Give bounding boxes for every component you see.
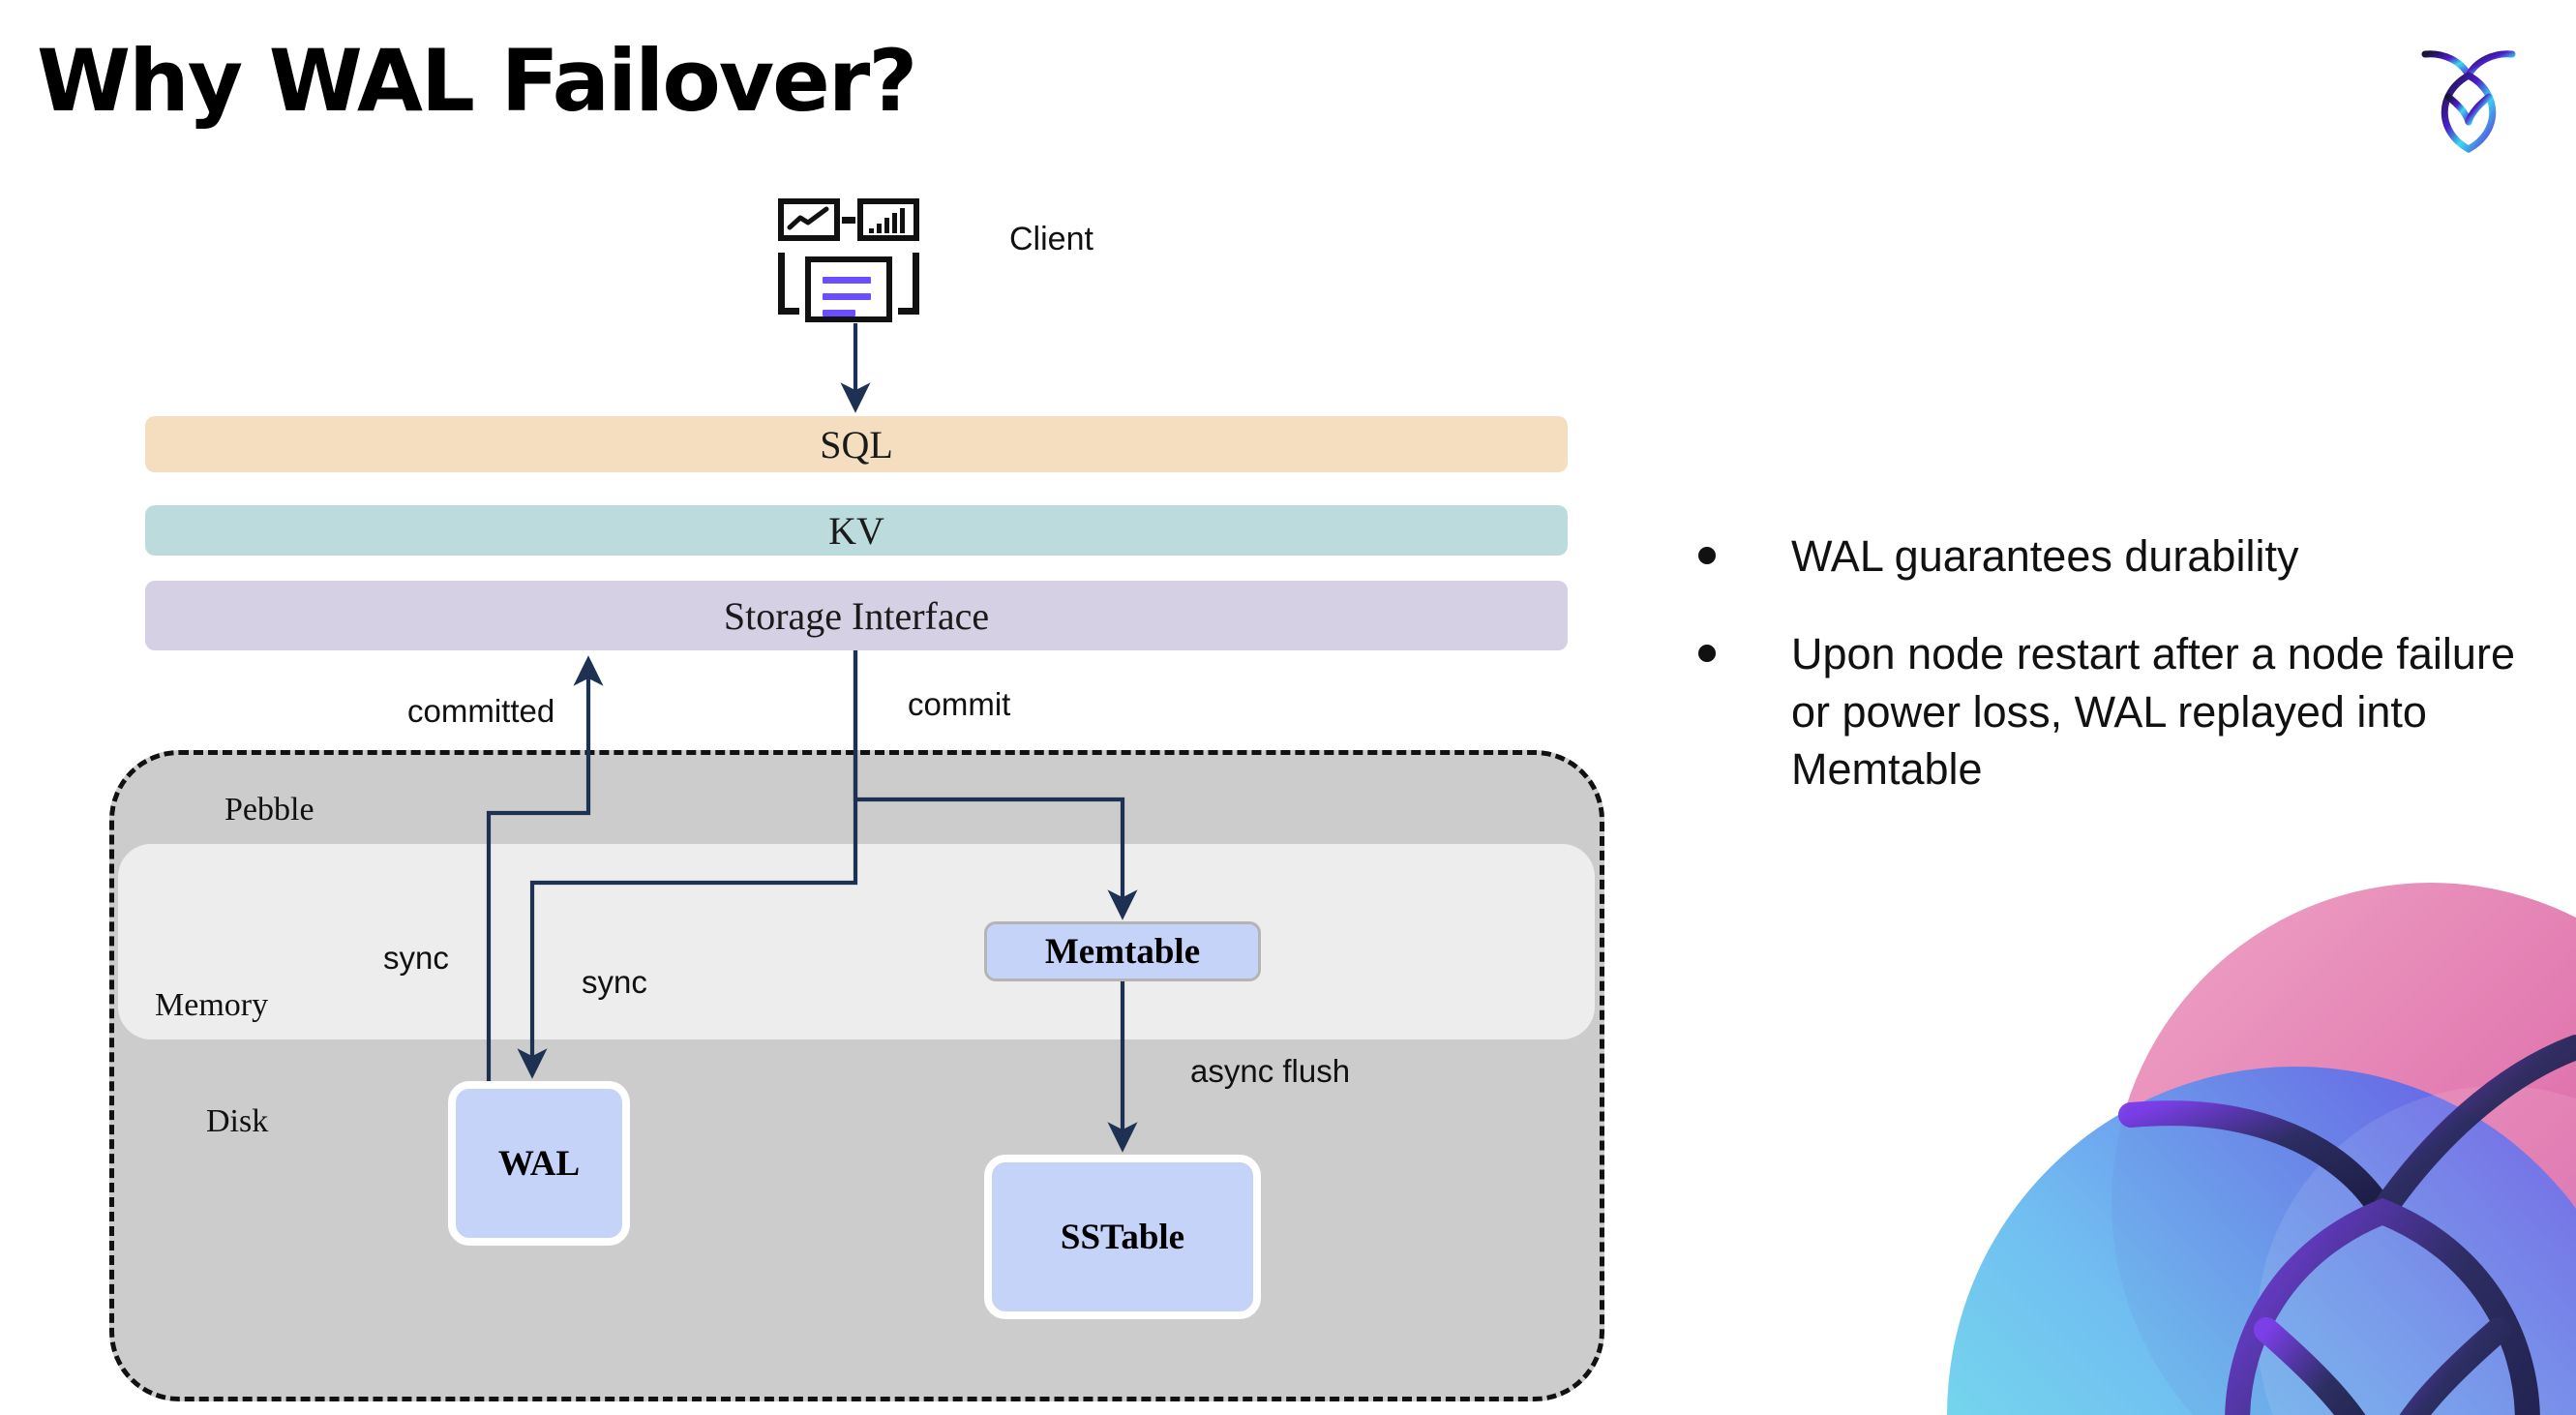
node-wal[interactable]: WAL	[448, 1081, 630, 1246]
bullet-text: WAL guarantees durability	[1791, 531, 2299, 581]
node-sstable[interactable]: SSTable	[984, 1155, 1261, 1319]
connector-dash-icon	[842, 217, 855, 224]
bullet-list: WAL guarantees durability Upon node rest…	[1698, 527, 2521, 839]
bracket-right-icon	[898, 253, 919, 315]
memory-label: Memory	[155, 987, 269, 1023]
bullet-text: Upon node restart after a node failure o…	[1791, 629, 2515, 795]
client-label: Client	[1009, 221, 1093, 257]
disk-label: Disk	[206, 1103, 269, 1139]
bar-chart-icon	[857, 198, 919, 241]
edge-label-sync-2: sync	[582, 964, 647, 1000]
layer-bar-storage[interactable]: Storage Interface	[145, 581, 1568, 650]
edge-label-committed: committed	[407, 693, 555, 729]
edge-label-sync-1: sync	[383, 940, 449, 976]
layer-bar-sql[interactable]: SQL	[145, 416, 1568, 472]
cockroachdb-logo-icon	[2415, 39, 2522, 155]
memory-region	[118, 844, 1595, 1039]
page-title: Why WAL Failover?	[37, 31, 917, 131]
edge-label-async-flush: async flush	[1190, 1053, 1351, 1089]
line-chart-icon	[778, 198, 840, 241]
bracket-left-icon	[778, 253, 799, 315]
pebble-label: Pebble	[225, 792, 315, 828]
client-dashboard-icon	[774, 198, 929, 322]
bullet-dot-icon	[1698, 547, 1716, 564]
bullet-dot-icon	[1698, 645, 1716, 663]
node-memtable[interactable]: Memtable	[984, 921, 1261, 981]
list-item: WAL guarantees durability	[1698, 527, 2521, 585]
edge-label-commit: commit	[908, 686, 1011, 722]
layer-bar-kv[interactable]: KV	[145, 505, 1568, 556]
list-item: Upon node restart after a node failure o…	[1698, 625, 2521, 798]
document-lines-icon	[805, 256, 892, 322]
decorative-gradient-circles	[1841, 873, 2576, 1415]
